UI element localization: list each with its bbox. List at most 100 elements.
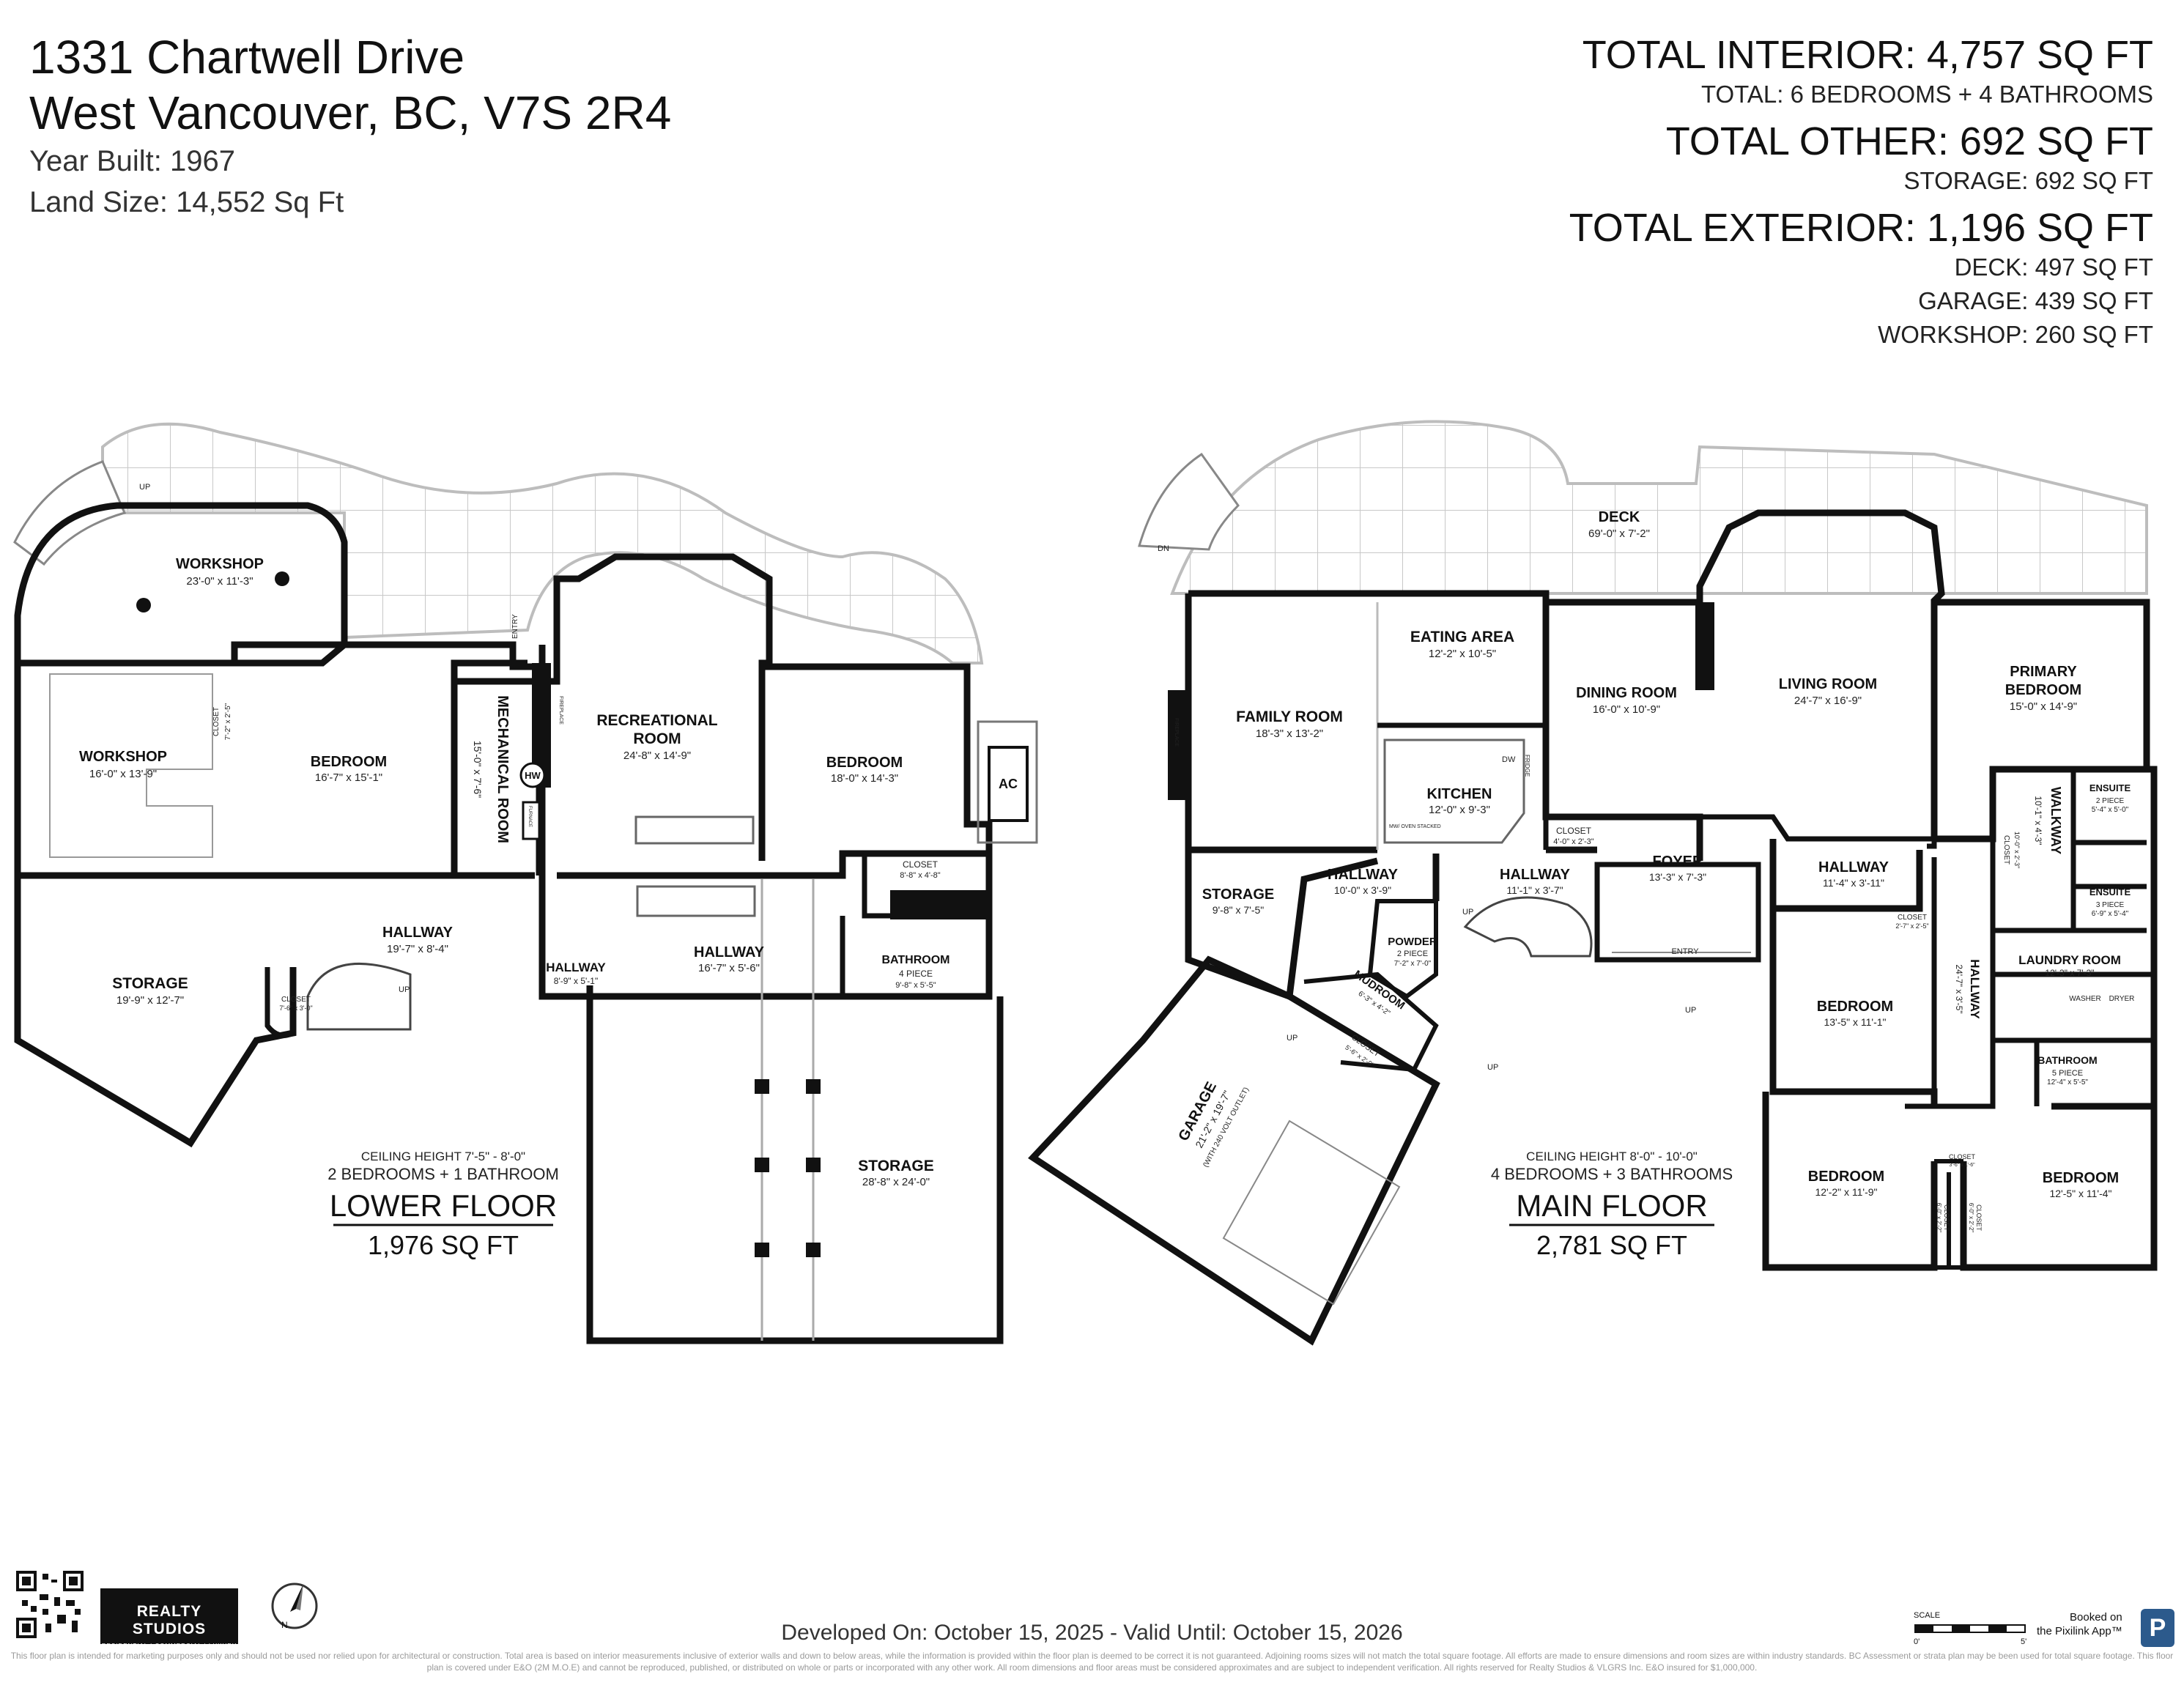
lower-bathroom-sub: 4 PIECE <box>899 969 933 979</box>
foyer-walls <box>1594 862 1761 963</box>
total-interior-label: TOTAL INTERIOR: <box>1582 33 1916 77</box>
pixilink-booking[interactable]: Booked on the Pixilink App™ <box>2037 1610 2122 1638</box>
total-exterior: TOTAL EXTERIOR: 1,196 SQ FT <box>1569 205 2153 251</box>
scale-five: 5' <box>2021 1637 2026 1646</box>
dining-name: DINING ROOM <box>1576 685 1677 701</box>
lower-storage1-dims: 19'-9" x 12'-7" <box>116 994 184 1007</box>
hallway-b-dims: 11'-1" x 3'-7" <box>1506 884 1563 896</box>
lower-bathroom-dims: 9'-8" x 5'-5" <box>895 981 936 990</box>
lower-hallway3-name: HALLWAY <box>694 944 765 960</box>
furnace <box>522 801 541 840</box>
total-other: TOTAL OTHER: 692 SQ FT <box>1569 119 2153 164</box>
ensuite1-name: ENSUITE <box>2089 782 2131 793</box>
scale-label: SCALE <box>1914 1611 1940 1620</box>
lower-storage2-dims: 28'-8" x 24'-0" <box>862 1176 930 1188</box>
workshop-post-2 <box>275 571 289 586</box>
family-name: FAMILY ROOM <box>1236 708 1343 725</box>
land-size: Land Size: 14,552 Sq Ft <box>29 186 344 218</box>
ac-unit <box>988 746 1029 822</box>
lower-closet3-dims: 7'-6" x 3'-0" <box>279 1004 312 1012</box>
laundry-name: LAUNDRY ROOM <box>2018 953 2121 967</box>
bedroom-a-dims: 13'-5" x 11'-1" <box>1824 1016 1886 1028</box>
storage-posts <box>755 1079 821 1257</box>
lower-patio <box>101 422 984 665</box>
lower-floor-area: 1,976 SQ FT <box>368 1230 519 1260</box>
lower-entry-label: ENTRY <box>511 614 519 639</box>
closet-b2-name: CLOSET <box>1975 1204 1983 1232</box>
workshop-post-1 <box>136 598 151 612</box>
closet-b3-dims: 3'-6" x 1'-6" <box>1949 1163 1975 1168</box>
hallway-v-dims: 24'-7" x 3'-5" <box>1954 964 1964 1013</box>
lower-storage1-name: STORAGE <box>112 975 188 992</box>
workshop-top-walls <box>14 502 348 667</box>
deck-name: DECK <box>1599 509 1640 525</box>
primary-name-1: PRIMARY <box>2010 664 2077 680</box>
living-name: LIVING ROOM <box>1779 676 1877 692</box>
laundry-dims: 12'-3" x 7'-3" <box>2045 968 2094 978</box>
lower-beds-baths: 2 BEDROOMS + 1 BATHROOM <box>327 1165 559 1183</box>
garage-walls <box>1028 955 1440 1346</box>
family-fireplace-label: FIREPLACE <box>1174 718 1179 747</box>
hallway-a-name: HALLWAY <box>1328 867 1399 883</box>
powder-dims: 7'-2" x 7'-0" <box>1394 960 1432 968</box>
lower-closet1-name: CLOSET <box>212 707 221 736</box>
closet-b3-name: CLOSET <box>1949 1153 1976 1160</box>
main-deck-stair <box>1138 452 1240 551</box>
hallway-c-dims: 11'-4" x 3'-11" <box>1823 877 1884 889</box>
year-built: Year Built: 1967 <box>29 145 235 177</box>
realty-studios-logo: REALTY STUDIOS RESIDENTIAL | COMMERCIAL … <box>100 1588 238 1649</box>
lower-workshop-name: WORKSHOP <box>79 749 167 765</box>
mudroom-walls <box>1303 971 1439 1073</box>
dining-dims: 16'-0" x 10'-9" <box>1593 703 1660 716</box>
lower-storage2-name: STORAGE <box>858 1158 933 1174</box>
lower-hallway3-dims: 16'-7" x 5'-6" <box>698 962 760 974</box>
lower-bedroom2-dims: 18'-0" x 14'-3" <box>831 772 898 785</box>
closet-h-dims: 2'-7" x 2'-5" <box>1895 922 1928 930</box>
lower-up-label-1: UP <box>139 483 150 492</box>
hallway-v-name: HALLWAY <box>1968 959 1982 1019</box>
brand-tagline: RESIDENTIAL | COMMERCIAL | LUXURY <box>101 1643 237 1649</box>
lower-bar <box>634 815 755 845</box>
main-beds-baths: 4 BEDROOMS + 3 BATHROOMS <box>1491 1165 1733 1183</box>
hallway-a-dims: 10'-0" x 3'-9" <box>1334 884 1391 896</box>
booked-line-2: the Pixilink App™ <box>2037 1625 2122 1637</box>
address-line-1: 1331 Chartwell Drive <box>29 31 465 84</box>
developed-on: Developed On: October 15, 2025 - Valid U… <box>781 1621 1403 1645</box>
main-floor-area: 2,781 SQ FT <box>1536 1230 1687 1260</box>
eating-name: EATING AREA <box>1410 629 1514 645</box>
closet-k-dims: 4'-0" x 2'-3" <box>1553 837 1594 846</box>
area-totals: TOTAL INTERIOR: 4,757 SQ FT TOTAL: 6 BED… <box>1569 32 2153 352</box>
pixilink-logo-icon[interactable]: P <box>2141 1609 2174 1647</box>
dryer-label: DRYER <box>2109 995 2135 1003</box>
lower-floor-title: LOWER FLOOR <box>330 1188 557 1223</box>
main-storage-name: STORAGE <box>1202 886 1275 903</box>
exterior-deck: DECK: 497 SQ FT <box>1954 253 2153 281</box>
bathroom5-name: BATHROOM <box>2037 1054 2097 1066</box>
lower-west-walls <box>14 663 297 1148</box>
bedroom-c-name: BEDROOM <box>2043 1170 2119 1186</box>
scale-bar: SCALE 0' 5' <box>1914 1611 2026 1646</box>
main-deck <box>1170 420 2148 595</box>
ac-label: AC <box>999 777 1018 791</box>
lower-hall-walls <box>538 876 593 1000</box>
lower-closet1-dims: 7'-2" x 2'-5" <box>224 703 232 740</box>
lower-mechanical-name: MECHANICAL ROOM <box>495 695 511 843</box>
main-up-garage-label: UP <box>1287 1034 1298 1043</box>
closet-w-dims: 10'-0" x 2'-3" <box>2013 832 2021 868</box>
lower-interior-stair <box>306 962 412 1031</box>
qr-code[interactable] <box>16 1571 84 1638</box>
ac-unit-outline <box>977 720 1038 844</box>
foyer-name: FOYER <box>1653 854 1703 870</box>
lower-hallway1-name: HALLWAY <box>382 925 454 941</box>
eating-dims: 12'-2" x 10'-5" <box>1429 648 1496 660</box>
ensuite2-sub: 3 PIECE <box>2096 901 2125 909</box>
dw-label: DW <box>1502 755 1516 764</box>
primary-bedroom-walls <box>1934 599 2158 1110</box>
lower-workshop-top-name: WORKSHOP <box>176 556 264 572</box>
address-line-2: West Vancouver, BC, V7S 2R4 <box>29 86 672 139</box>
walkway-dims: 10'-1" x 4'-3" <box>2033 796 2043 845</box>
disclaimer-text: This floor plan is intended for marketin… <box>10 1651 2174 1673</box>
main-floor-title: MAIN FLOOR <box>1516 1188 1707 1223</box>
lower-east-walls <box>557 850 993 1000</box>
